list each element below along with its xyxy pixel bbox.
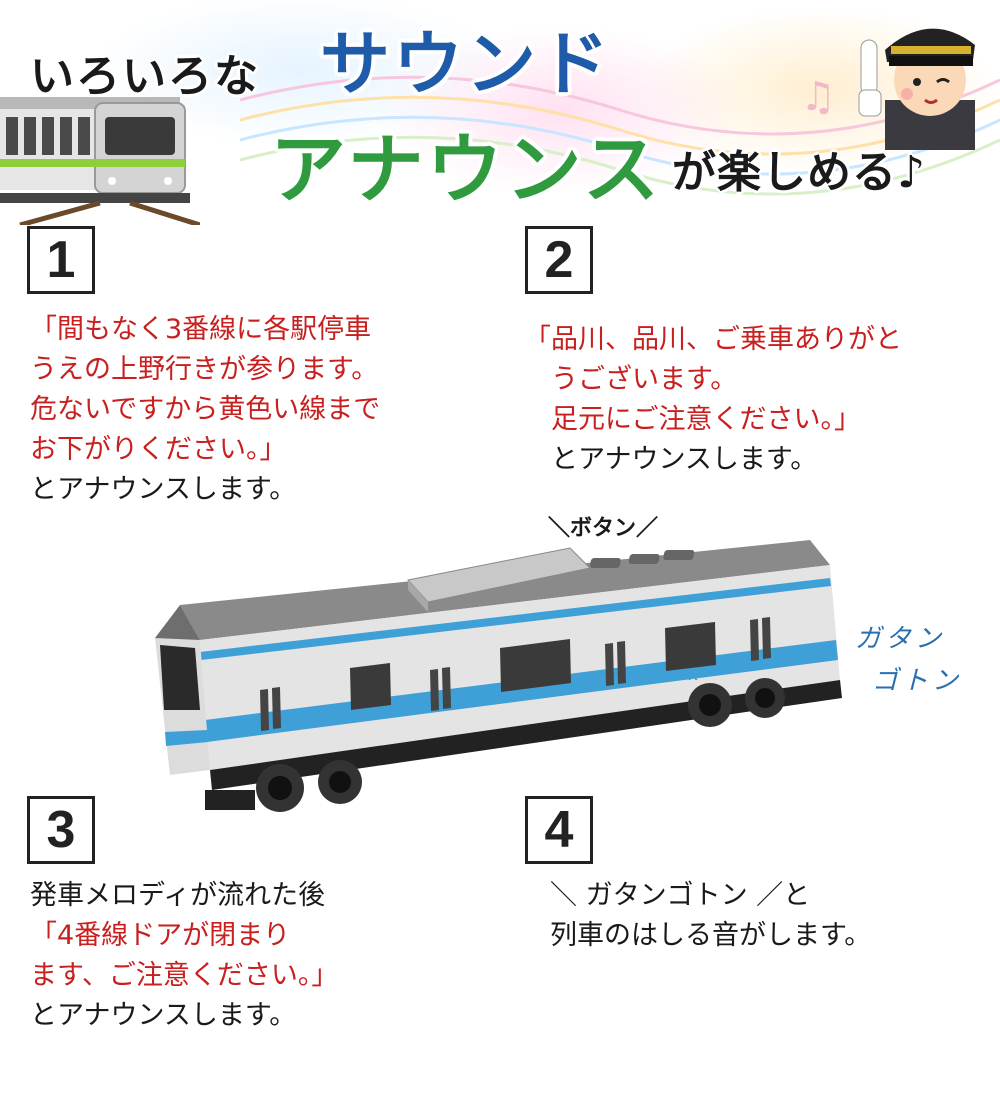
section-2-black-line: とアナウンスします。 (524, 444, 818, 475)
section-1-red-line: 危ないですから黄色い線まで (30, 394, 381, 425)
section-3-red-line: ます、ご注意ください。」 (30, 960, 339, 991)
section-2-red-line: 足元にご注意ください。」 (524, 404, 861, 435)
main-train-toy-image: JR (155, 540, 842, 812)
section-4-black-line: 列車のはしる音がします。 (550, 920, 872, 951)
section-3-black-line: とアナウンスします。 (30, 1000, 297, 1031)
section-2-red-line: うございます。 (524, 364, 738, 395)
music-note-icon: ♫ (800, 74, 836, 120)
conductor-character-illustration (858, 28, 975, 150)
title-suffix: が楽しめる♪ (672, 147, 927, 198)
sound-button-icon (663, 550, 695, 560)
section-2-red-line: 「品川、品川、ご乗車ありがと (524, 324, 902, 355)
sound-label-gatan: ガタン (855, 624, 946, 654)
sound-label-goton: ゴトン (872, 666, 963, 696)
title-intro: いろいろな (30, 51, 260, 102)
section-1-number-badge: 1 (27, 226, 95, 294)
jr-logo: JR (680, 667, 698, 683)
title-announce: アナウンス (270, 125, 662, 214)
music-wave-decoration: ♪ ♫ (240, 74, 1000, 199)
section-1-red-line: お下がりください。」 (30, 434, 287, 465)
section-4-text: ＼ ガタンゴトン ／と 列車のはしる音がします。 (550, 876, 871, 956)
section-1-red-line: 「間もなく3番線に各駅停車 (30, 314, 372, 345)
header-train-illustration (0, 97, 200, 225)
section-2-number-badge: 2 (525, 226, 593, 294)
section-4-number-badge: 4 (525, 796, 593, 864)
section-1-red-line: うえの上野行きが参ります。 (30, 354, 379, 385)
section-3-red-line: 「4番線ドアが閉まり (30, 920, 291, 951)
section-3-text: 発車メロディが流れた後 「4番線ドアが閉まり ます、ご注意ください。」 とアナウ… (30, 876, 338, 1036)
title-sound: サウンド (320, 23, 612, 105)
section-2-text: 「品川、品川、ご乗車ありがと うございます。 足元にご注意ください。」 とアナウ… (524, 320, 902, 480)
section-3-intro-line: 発車メロディが流れた後 (30, 880, 326, 911)
section-4-black-line: ＼ ガタンゴトン ／と (550, 880, 811, 911)
sound-button-icon (628, 554, 660, 564)
section-3-number-badge: 3 (27, 796, 95, 864)
section-1-text: 「間もなく3番線に各駅停車 うえの上野行きが参ります。 危ないですから黄色い線ま… (30, 310, 380, 510)
music-note-icon: ♪ (670, 159, 692, 199)
section-1-black-line: とアナウンスします。 (30, 474, 297, 505)
sound-button-icon (590, 558, 621, 568)
button-callout-label: ＼ボタン／ (548, 516, 659, 541)
